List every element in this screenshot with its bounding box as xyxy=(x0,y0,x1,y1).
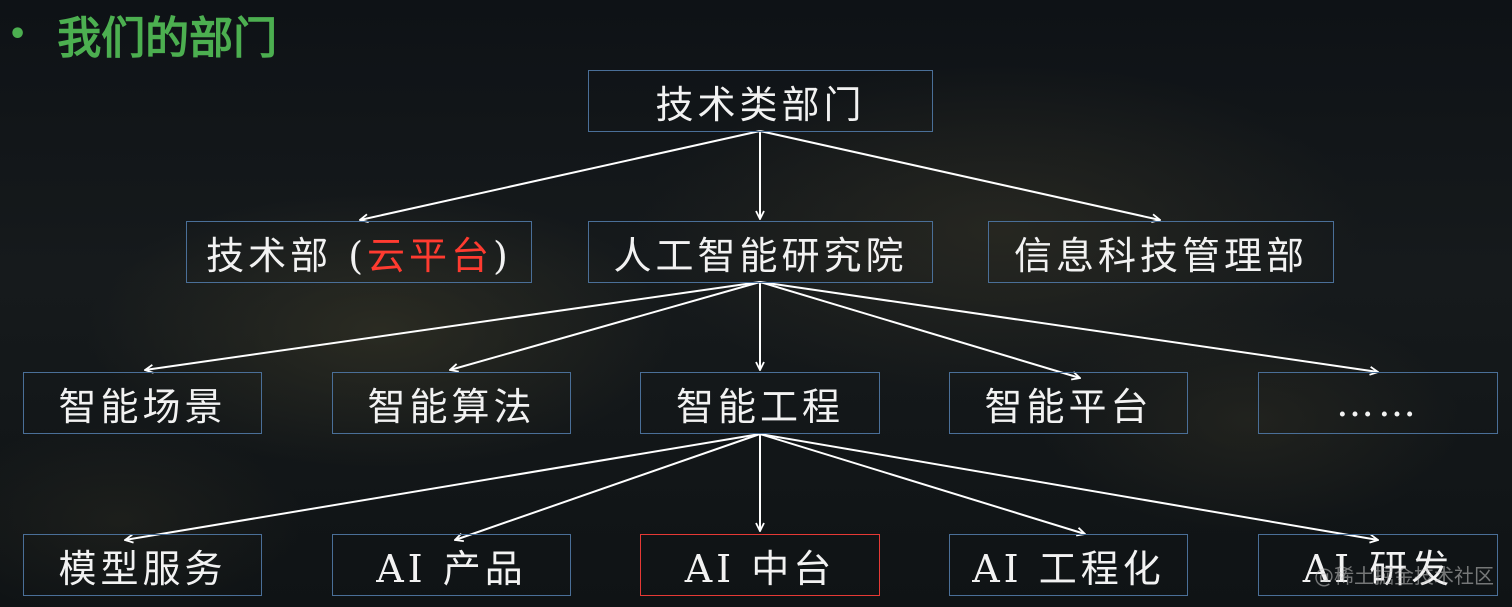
arrow-ai-to-more xyxy=(759,281,1378,372)
node-label: 智能工程 xyxy=(675,384,844,429)
slide-title: • 我们的部门 xyxy=(8,4,277,64)
node-ai-engineering: AI 工程化 xyxy=(949,534,1188,596)
node-smart-engineering: 智能工程 xyxy=(640,372,880,434)
node-ai-product: AI 产品 xyxy=(332,534,571,596)
arrow-root-to-info-mgmt xyxy=(759,130,1160,220)
node-label: …… xyxy=(1336,381,1420,425)
node-label: 人工智能研究院 xyxy=(613,233,908,278)
node-label: 信息科技管理部 xyxy=(1013,233,1308,278)
arrow-eng-to-product xyxy=(455,433,761,540)
node-ai-rnd: AI 研发 xyxy=(1258,534,1498,596)
arrow-ai-to-platform xyxy=(759,281,1080,378)
node-label: 智能算法 xyxy=(367,384,536,429)
cloud-platform-label: 云平台 xyxy=(367,233,494,278)
bullet-icon: • xyxy=(8,16,28,52)
node-smart-algorithm: 智能算法 xyxy=(332,372,571,434)
arrow-eng-to-model xyxy=(125,433,761,540)
page-title: 我们的部门 xyxy=(57,13,278,64)
node-more: …… xyxy=(1258,372,1498,434)
node-label: AI 中台 xyxy=(684,546,836,591)
node-tech-departments: 技术类部门 xyxy=(588,70,933,132)
node-tech-dept-cloud: 技术部 (云平台) xyxy=(186,221,532,283)
node-ai-middle-platform: AI 中台 xyxy=(640,534,880,596)
node-label: 模型服务 xyxy=(58,546,227,591)
arrow-eng-to-engineering xyxy=(759,433,1085,534)
arrow-ai-to-algo xyxy=(450,281,761,370)
node-label: 技术类部门 xyxy=(655,82,866,127)
node-label: 智能场景 xyxy=(58,384,227,429)
node-label: AI 研发 xyxy=(1302,546,1454,591)
arrow-eng-to-rnd xyxy=(759,433,1378,540)
node-label: 智能平台 xyxy=(984,384,1153,429)
node-model-service: 模型服务 xyxy=(23,534,262,596)
arrow-ai-to-scene xyxy=(145,281,761,370)
node-label: 技术部 (云平台) xyxy=(206,233,512,278)
node-smart-scene: 智能场景 xyxy=(23,372,262,434)
node-label: AI 工程化 xyxy=(972,546,1165,591)
watermark: @稀土掘金技术社区 xyxy=(1314,564,1494,588)
arrow-root-to-tech xyxy=(360,130,761,220)
node-label: AI 产品 xyxy=(376,546,527,591)
node-ai-institute: 人工智能研究院 xyxy=(588,221,933,283)
node-info-tech-mgmt: 信息科技管理部 xyxy=(988,221,1334,283)
node-smart-platform: 智能平台 xyxy=(949,372,1188,434)
